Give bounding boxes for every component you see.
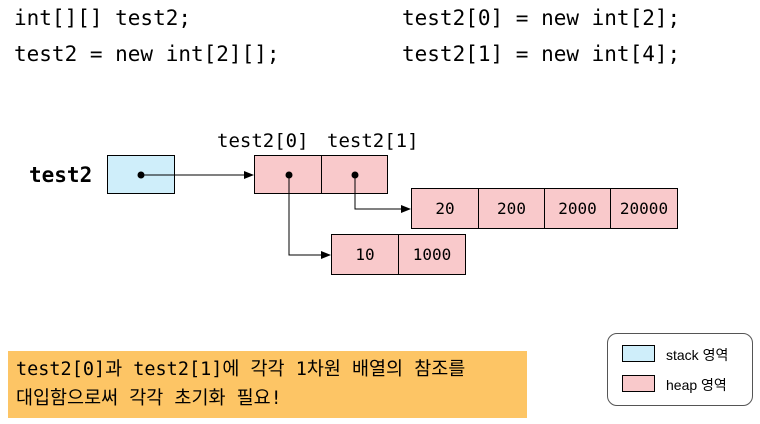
ref-label-1: test2[1] (327, 130, 419, 152)
inner-array-1-cell-0: 20 (411, 188, 479, 229)
inner-array-1-cell-1: 200 (478, 188, 545, 229)
ref-label-0: test2[0] (217, 130, 309, 152)
note-line-1: test2[0]과 test2[1]에 각각 1차원 배열의 참조를 (16, 359, 466, 380)
code-line-outer-new: test2 = new int[2][]; (14, 42, 280, 66)
inner-array-1-cell-2: 2000 (544, 188, 611, 229)
code-line-inner-new-1: test2[1] = new int[4]; (402, 42, 681, 66)
code-line-declare: int[][] test2; (14, 6, 192, 30)
inner-array-1-cell-3: 20000 (610, 188, 678, 229)
code-line-inner-new-0: test2[0] = new int[2]; (402, 6, 681, 30)
note-box: test2[0]과 test2[1]에 각각 1차원 배열의 참조를 대입함으로… (8, 351, 527, 418)
legend-swatch-stack (622, 345, 655, 362)
inner-array-0-cell-1: 1000 (398, 234, 466, 275)
legend-label-stack: stack 영역 (666, 347, 729, 363)
arrow-outer1-to-inner1 (354, 175, 411, 213)
note-line-2: 대입함으로써 각각 초기화 필요! (16, 388, 282, 409)
inner-array-0-cell-0: 10 (331, 234, 399, 275)
legend-swatch-heap (622, 375, 655, 392)
variable-name: test2 (29, 163, 93, 187)
arrow-outer0-to-inner0 (288, 175, 331, 259)
legend: stack 영역 heap 영역 (607, 333, 753, 406)
legend-label-heap: heap 영역 (666, 377, 727, 393)
